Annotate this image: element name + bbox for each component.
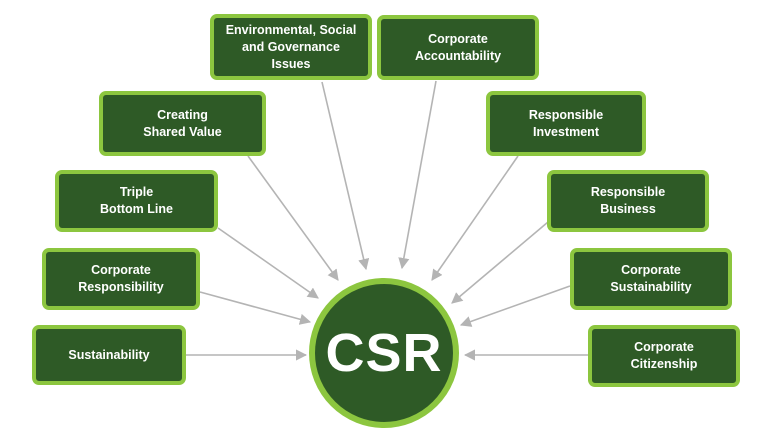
- node-responsible-investment: Responsible Investment: [486, 91, 646, 156]
- node-responsible-business: Responsible Business: [547, 170, 709, 232]
- arrow-esg-issues: [321, 81, 370, 271]
- node-creating-shared-value: Creating Shared Value: [99, 91, 266, 156]
- node-corporate-citizenship: Corporate Citizenship: [588, 325, 740, 387]
- node-sustainability: Sustainability: [32, 325, 186, 385]
- arrow-responsible-business: [451, 221, 549, 304]
- arrow-creating-shared-value: [247, 155, 339, 281]
- node-esg-issues: Environmental, Social and Governance Iss…: [210, 14, 372, 80]
- arrow-corporate-sustainability: [459, 285, 571, 327]
- node-corporate-responsibility: Corporate Responsibility: [42, 248, 200, 310]
- csr-hub: CSR: [309, 278, 459, 428]
- node-triple-bottom-line: Triple Bottom Line: [55, 170, 218, 232]
- arrow-corporate-accountability: [398, 80, 437, 270]
- arrow-triple-bottom-line: [217, 227, 319, 299]
- node-corporate-sustainability: Corporate Sustainability: [570, 248, 732, 310]
- arrow-corporate-responsibility: [199, 291, 312, 325]
- arrow-responsible-investment: [431, 155, 519, 281]
- node-corporate-accountability: Corporate Accountability: [377, 15, 539, 80]
